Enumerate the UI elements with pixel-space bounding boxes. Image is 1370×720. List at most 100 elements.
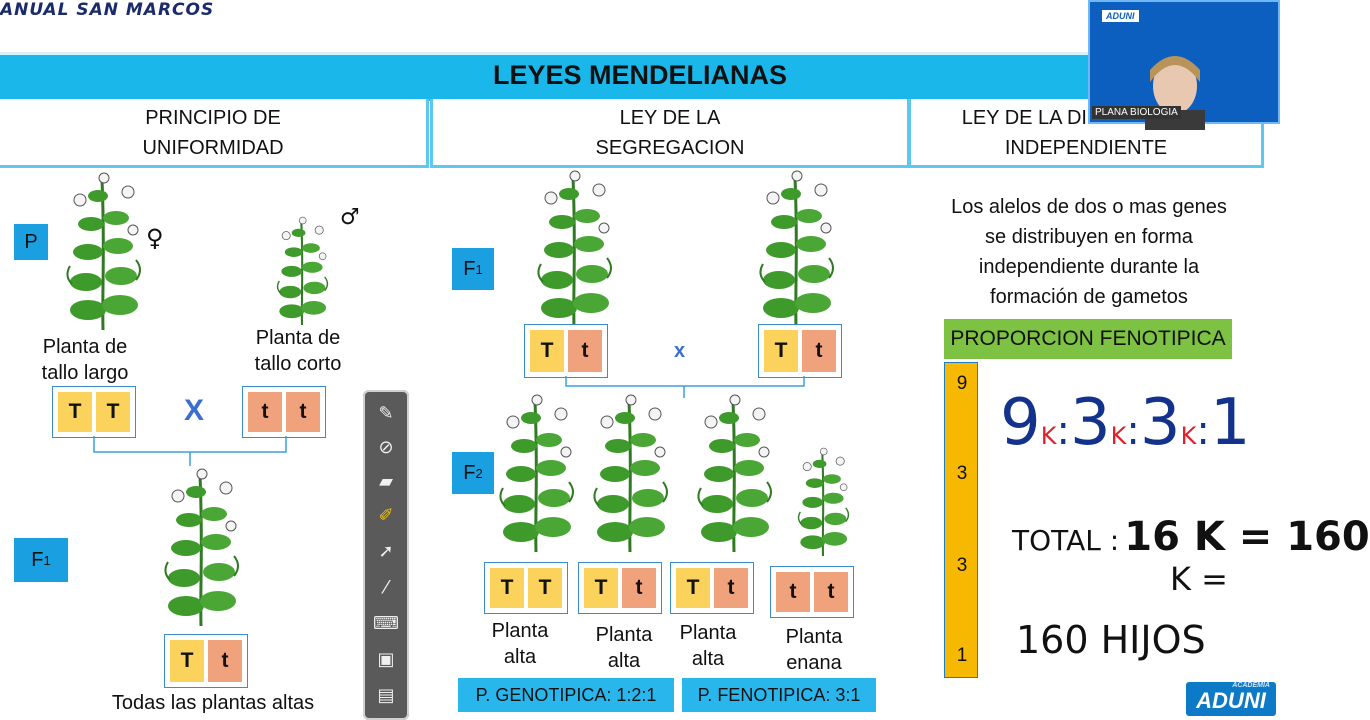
f2-plant-image — [498, 393, 575, 554]
allele: T — [676, 568, 710, 608]
handwritten-total: TOTAL : 16 K = 160 — [1012, 514, 1370, 560]
parent1-caption: Planta de tallo largo — [20, 334, 150, 386]
f1-left-plant-image — [536, 169, 613, 330]
eraser-icon[interactable]: ▰ — [379, 470, 393, 492]
handwritten-ratio: 9K:3K:3K:1 — [1000, 386, 1280, 476]
caption-line: Planta — [785, 626, 843, 648]
short-plant-image — [276, 216, 329, 327]
pen-icon[interactable]: ✎ — [378, 402, 394, 424]
f1-cross-connector — [565, 376, 805, 398]
ratio-number: 9 — [1000, 386, 1041, 460]
caption-line: alta — [503, 646, 537, 668]
f-subscript: 2 — [475, 465, 483, 481]
total-expression: 16 K = 160 — [1124, 514, 1370, 560]
screen-capture-icon[interactable]: ▤ — [377, 684, 395, 706]
distribucion-description: Los alelos de dos o mas genes se distrib… — [924, 192, 1254, 312]
ratio-k: K — [1180, 422, 1197, 450]
female-symbol: ♀ — [146, 224, 164, 252]
parent2-caption: Planta de tallo corto — [236, 325, 360, 377]
offspring-caption: Todas las plantas altas — [111, 692, 315, 714]
f-subscript: 1 — [43, 552, 51, 568]
f2-short-plant-image — [797, 447, 850, 558]
logo-small-text: ACADEMIA — [1232, 682, 1270, 689]
total-label: TOTAL : — [1012, 524, 1120, 557]
f1-right-plant-image — [758, 169, 835, 330]
ratio-number: 3 — [1139, 386, 1181, 460]
f-subscript: 1 — [475, 261, 483, 277]
allele: t — [776, 572, 810, 612]
caption-line: Planta — [595, 624, 653, 646]
f2-alleles-1: T T — [484, 562, 568, 614]
caption-line: Planta — [491, 620, 549, 642]
column-header-line2: UNIFORMIDAD — [142, 137, 284, 159]
ratio-k: K — [1040, 422, 1057, 450]
handwritten-k-equals: K = — [1170, 560, 1228, 598]
allele: T — [530, 330, 564, 372]
column-header-line2: INDEPENDIENTE — [1004, 137, 1168, 159]
pointer-icon[interactable]: ➚ — [378, 540, 394, 562]
caption-line: alta — [607, 650, 641, 672]
drawing-toolbar[interactable]: ✎ ⊘ ▰ ✐ ➚ ⁄ ⌨ ▣ ▤ — [363, 390, 409, 720]
ratio-number: 1 — [1209, 386, 1251, 460]
title-banner: LEYES MENDELIANAS — [0, 52, 1280, 101]
allele: T — [58, 392, 92, 432]
allele: T — [170, 640, 204, 682]
f2-caption-4: Planta enana — [774, 624, 854, 676]
bar-number: 1 — [956, 645, 968, 666]
proporcion-fenotipica-label: PROPORCION FENOTIPICA — [944, 319, 1232, 359]
cross-symbol: X — [184, 394, 205, 427]
allele: t — [568, 330, 602, 372]
f1-right-alleles: T t — [758, 324, 842, 378]
bar-number: 3 — [956, 555, 968, 576]
caption-line: Planta — [679, 622, 737, 644]
allele: t — [286, 392, 320, 432]
allele: T — [96, 392, 130, 432]
caption-line: enana — [786, 652, 842, 674]
allele: t — [622, 568, 656, 608]
keyboard-icon[interactable]: ⌨ — [373, 612, 399, 634]
description-line: se distribuyen en forma — [985, 226, 1193, 248]
no-pen-icon[interactable]: ⊘ — [378, 436, 394, 458]
column-header-uniformidad: PRINCIPIO DE UNIFORMIDAD — [0, 99, 429, 168]
f2-alleles-2: T t — [578, 562, 662, 614]
caption-line: alta — [691, 648, 725, 670]
presenter-image — [1145, 56, 1205, 130]
f1-plant-image — [163, 467, 240, 628]
column-header-line1: LEY DE LA — [619, 107, 721, 129]
ratio-number: 3 — [1069, 386, 1111, 460]
p-label: P — [14, 224, 48, 260]
f2-plant-image — [592, 393, 669, 554]
f2-plant-image — [696, 393, 773, 554]
allele: t — [248, 392, 282, 432]
fenotipica-box: P. FENOTIPICA: 3:1 — [682, 678, 876, 712]
caption-line: tallo corto — [254, 353, 342, 375]
webcam-overlay: ADUNI PLANA BIOLOGIA — [1088, 0, 1280, 130]
screen-icon[interactable]: ▣ — [377, 648, 395, 670]
f-letter: F — [463, 461, 476, 484]
column-header-line1: PRINCIPIO DE — [145, 107, 281, 129]
f2-alleles-3: T t — [670, 562, 754, 614]
f1-left-alleles: T t — [524, 324, 608, 378]
highlighter-icon[interactable]: ✐ — [378, 504, 394, 526]
f2-alleles-4: t t — [770, 566, 854, 618]
allele: T — [490, 568, 524, 608]
bar-number: 9 — [956, 373, 968, 394]
bar-number: 3 — [956, 463, 968, 484]
caption-line: Planta de — [42, 336, 128, 358]
male-symbol: ♂ — [340, 205, 360, 230]
eyedropper-icon[interactable]: ⁄ — [384, 576, 388, 598]
webcam-badge: ADUNI — [1102, 10, 1139, 22]
page-title: LEYES MENDELIANAS — [492, 60, 788, 90]
description-line: Los alelos de dos o mas genes — [951, 196, 1227, 218]
caption-line: tallo largo — [41, 362, 129, 384]
allele: t — [208, 640, 242, 682]
column-header-segregacion: LEY DE LA SEGREGACION — [430, 99, 910, 168]
f2-caption-2: Planta alta — [584, 622, 664, 674]
allele: t — [802, 330, 836, 372]
allele: T — [584, 568, 618, 608]
allele: t — [714, 568, 748, 608]
ratio-k: K — [1110, 422, 1127, 450]
